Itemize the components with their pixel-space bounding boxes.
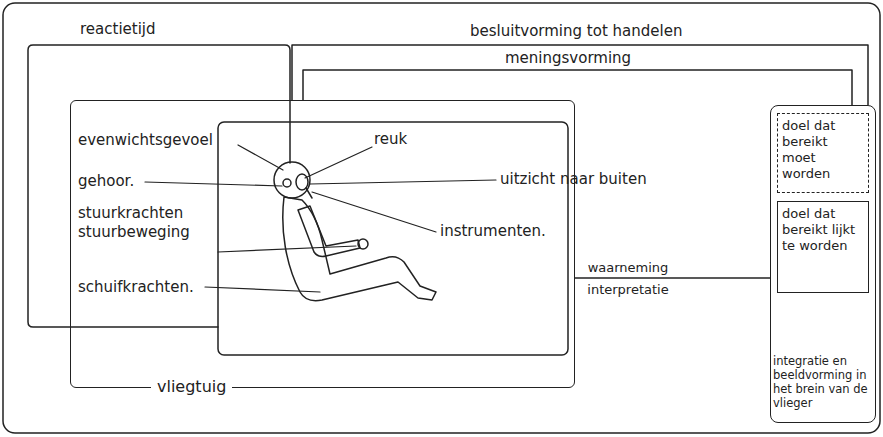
leader-line xyxy=(145,182,282,186)
node-text: integratie en beeldvorming in het brein … xyxy=(773,354,873,410)
connector-line xyxy=(303,70,852,105)
brain-box: integratie en beeldvorming in het brein … xyxy=(770,105,876,423)
part-label: evenwichtsgevoel xyxy=(78,131,213,150)
part-label: uitzicht naar buiten xyxy=(500,170,647,189)
pilot-hand xyxy=(358,239,368,249)
pilot-body xyxy=(283,197,436,301)
leader-line xyxy=(312,192,436,232)
node-text: doel dat bereikt lijkt te worden xyxy=(782,206,864,254)
goal-box: doel dat bereikt lijkt te worden xyxy=(777,201,869,293)
part-label: reuk xyxy=(374,130,407,149)
part-label: instrumenten. xyxy=(440,222,546,241)
leader-line xyxy=(310,180,496,184)
connector-line xyxy=(292,45,868,105)
connector-line xyxy=(575,277,770,279)
connector-label: meningsvorming xyxy=(505,49,631,68)
leader-line xyxy=(238,145,283,170)
part-label: schuifkrachten. xyxy=(78,278,194,297)
node-text: vliegtuig xyxy=(151,377,232,397)
part-label: reactietijd xyxy=(80,20,156,39)
pilot-mask xyxy=(306,188,312,198)
leader-line xyxy=(305,147,372,178)
pilot-box xyxy=(218,122,568,355)
goal-box: doel dat bereikt moet worden xyxy=(777,113,869,193)
outer-frame xyxy=(3,3,880,433)
connector-label: waarneming interpretatie xyxy=(578,257,678,301)
part-label: stuurkrachten stuurbeweging xyxy=(78,204,208,242)
pilot-ear xyxy=(283,179,291,187)
node-text: doel dat bereikt moet worden xyxy=(782,118,864,182)
leader-line xyxy=(205,287,320,292)
connector-label: besluitvorming tot handelen xyxy=(470,22,682,41)
leader-line xyxy=(218,246,356,252)
pilot-arm xyxy=(298,206,360,257)
part-label: gehoor. xyxy=(78,172,134,191)
reaction-loop xyxy=(28,45,290,327)
